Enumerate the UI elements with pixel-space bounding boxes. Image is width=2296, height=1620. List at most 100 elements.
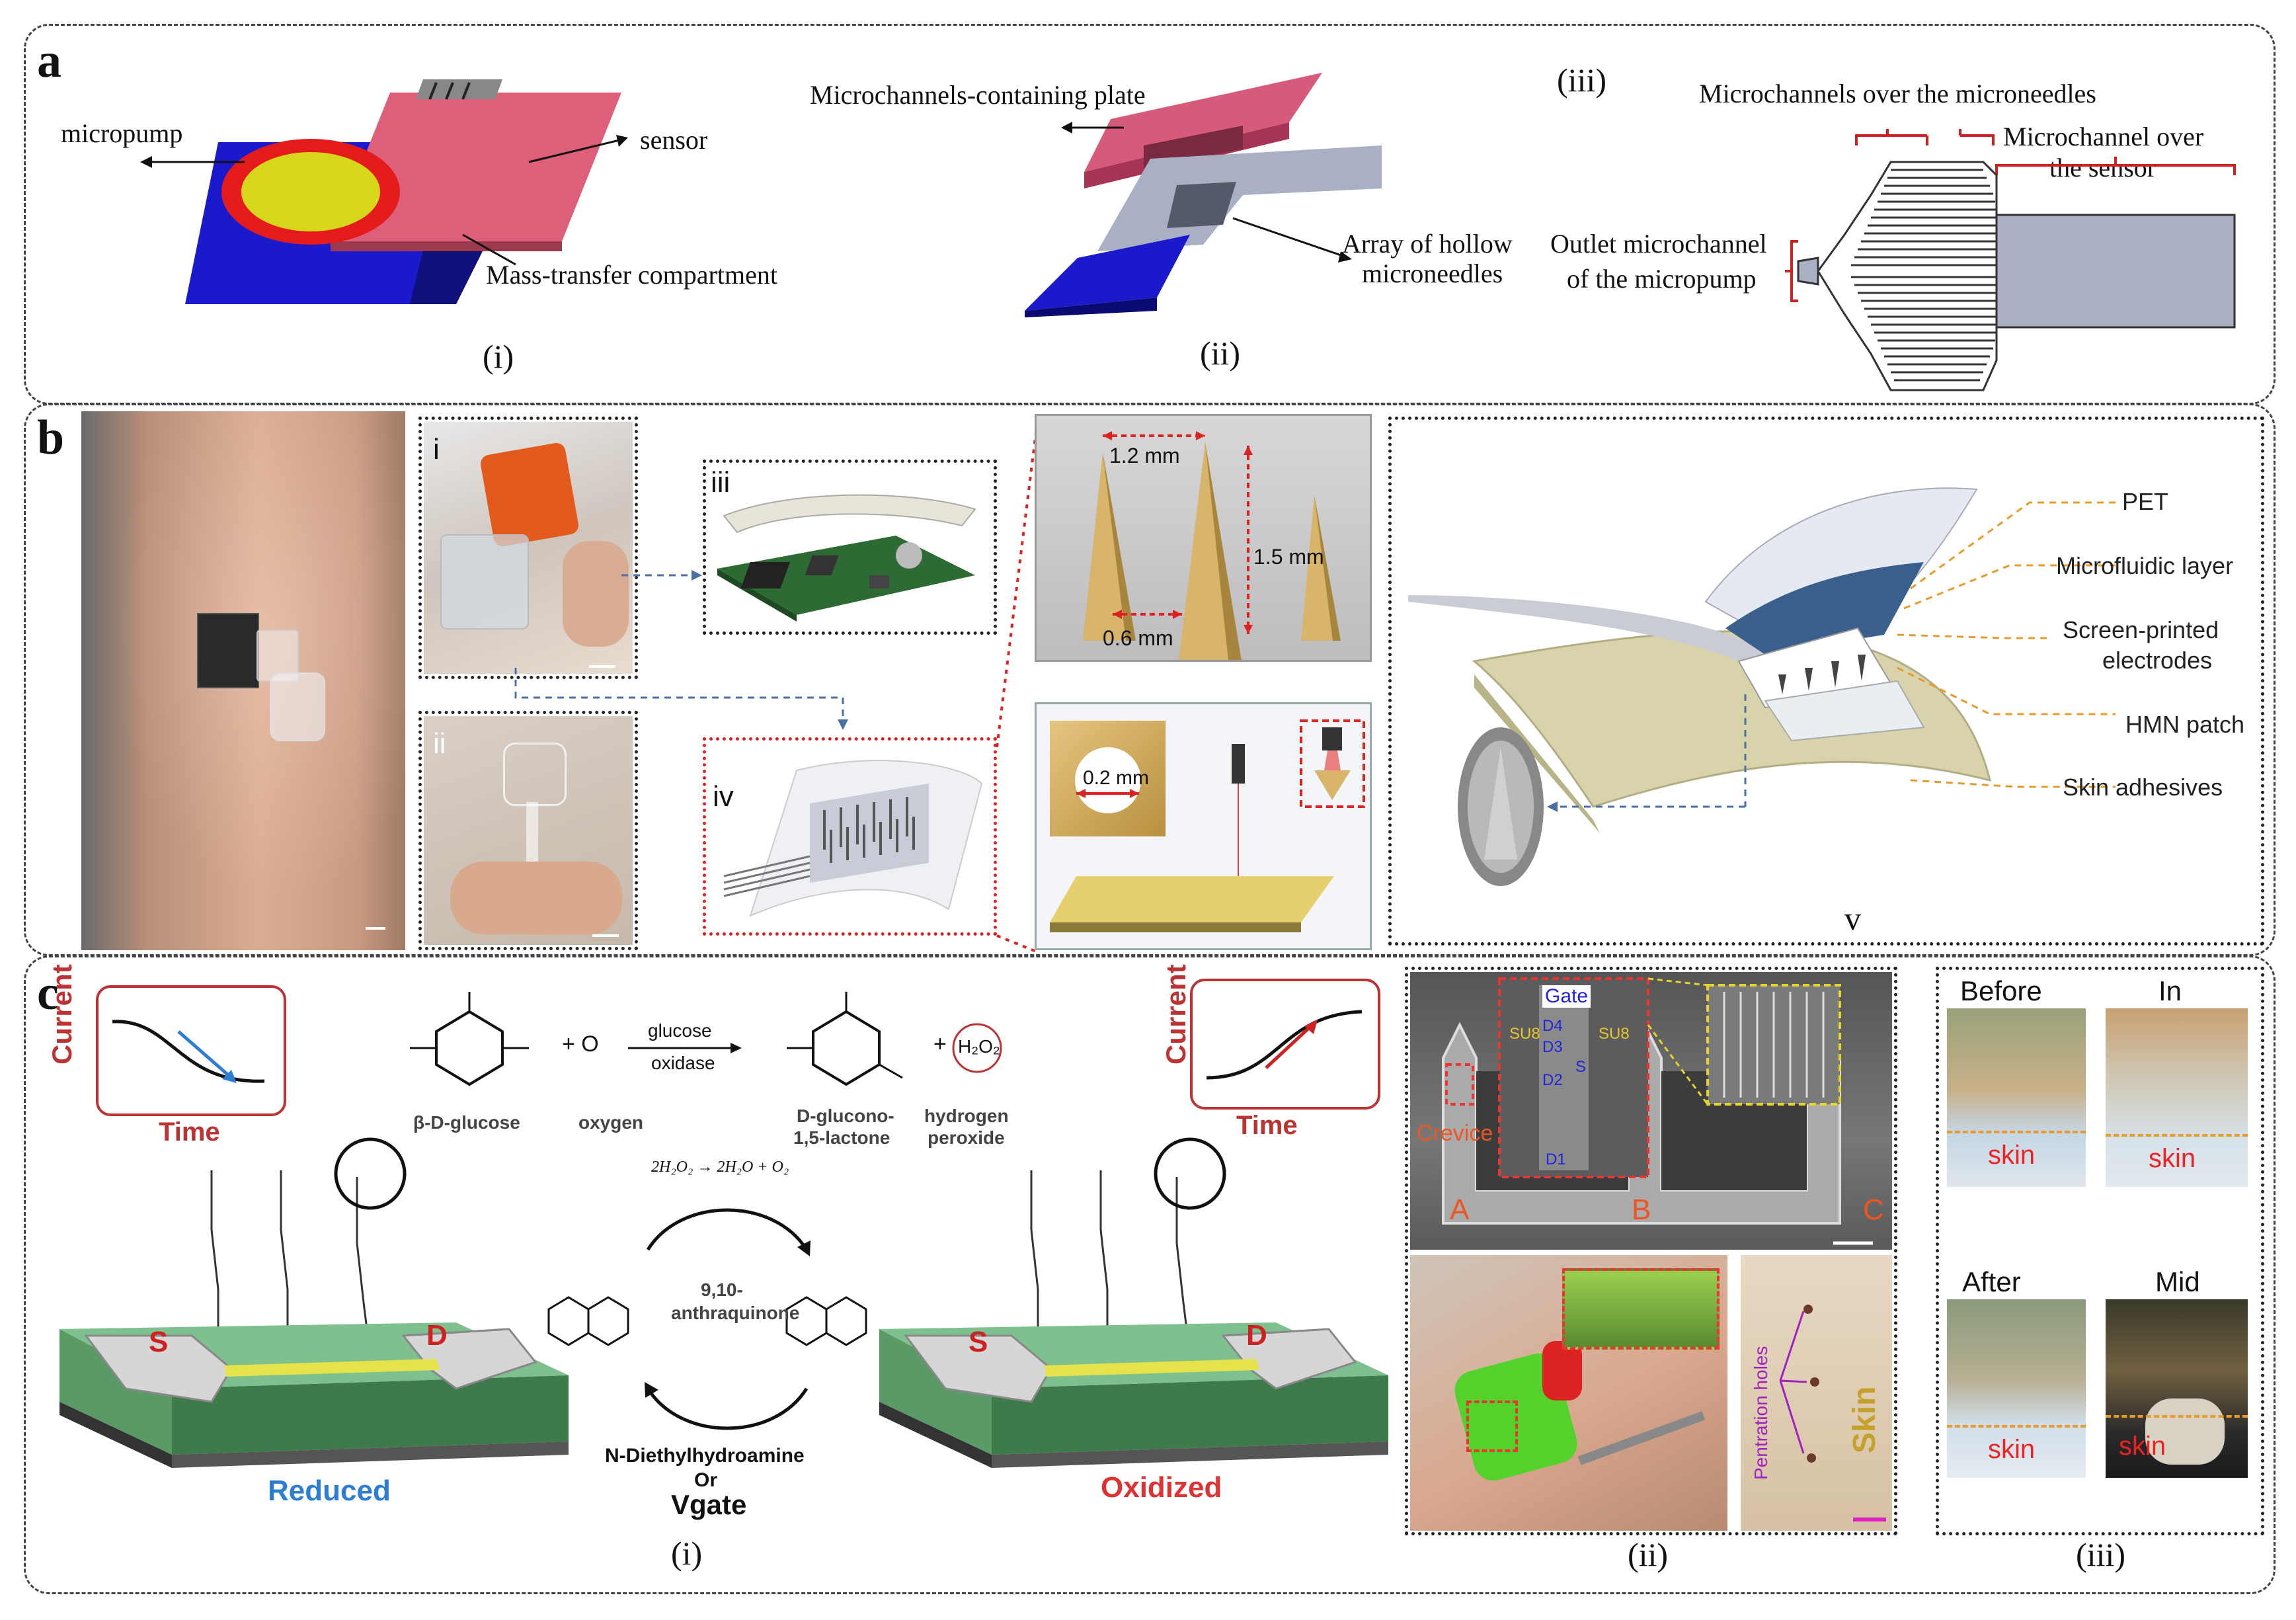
mid-skin-blob: [2145, 1398, 2225, 1465]
c-iii-caption: (iii): [2076, 1536, 2125, 1573]
d2-label: D2: [1542, 1071, 1563, 1089]
b-ii-photo: [424, 716, 633, 945]
b-ii-box: [418, 711, 638, 950]
transistor-reduced: [59, 1137, 569, 1468]
panel-b-frame: [24, 403, 2276, 956]
su8-left-label: SU8: [1509, 1025, 1540, 1043]
gate-label: Gate: [1542, 985, 1591, 1008]
a-i-caption: (i): [483, 338, 514, 375]
redox-cycle: [547, 1208, 867, 1430]
b-v-caption: v: [1844, 900, 1861, 937]
scale-bar: [366, 927, 385, 930]
micropump-label: micropump: [61, 118, 183, 148]
wearable-pad: [270, 672, 325, 741]
mid-skin: skin: [2119, 1432, 2166, 1461]
dim-1-2mm: 1.2 mm: [1109, 444, 1180, 467]
crevice-label: Crevice: [1417, 1121, 1493, 1146]
wearable-chip: [197, 613, 259, 688]
decomp-eq: 2H₂O₂ → 2H₂O + O₂: [651, 1158, 789, 1176]
source-label-left: S: [149, 1326, 169, 1358]
glucose-name: β-D-glucose: [413, 1112, 520, 1133]
needle-c-label: C: [1863, 1194, 1884, 1226]
lactone-structure: [787, 992, 903, 1086]
mid-cutoff: [2106, 1415, 2248, 1418]
peroxide-name: peroxide: [928, 1127, 1005, 1148]
before-label: Before: [1960, 975, 2042, 1006]
b-i-label: i: [433, 433, 440, 466]
needle-b-label: B: [1632, 1194, 1651, 1226]
outlet-label-2: of the micropump: [1567, 264, 1757, 294]
hmn-patch-render: [723, 760, 983, 917]
hand-fingers: [450, 862, 622, 934]
after-skin: skin: [1988, 1435, 2036, 1464]
over-sensor-label-2: the sensor: [2049, 153, 2157, 182]
array-label-1: Array of hollow: [1342, 229, 1513, 259]
a-ii-caption: (ii): [1200, 335, 1241, 372]
transistor-oxidized: [879, 1137, 1388, 1468]
exploded-device: [1025, 73, 1382, 317]
b-i-box: [418, 417, 638, 679]
red-housing: [1542, 1341, 1582, 1400]
outlet-label-1: Outlet microchannel: [1550, 229, 1767, 259]
su8-right-label: SU8: [1599, 1025, 1630, 1043]
hole-2: [1810, 1377, 1819, 1387]
c-i-caption: (i): [671, 1535, 703, 1572]
panel-c-frame: [24, 955, 2276, 1594]
cable: [1577, 1411, 1706, 1465]
b-v-box: [1388, 417, 2264, 946]
current-box-left: [96, 985, 286, 1116]
pcb-render: [717, 494, 976, 622]
product-name-1: D-glucono-: [797, 1106, 894, 1126]
layer-screen-printed: Screen-printed: [2063, 616, 2219, 643]
plus-2: +: [933, 1032, 947, 1057]
plus-o2: + O: [562, 1032, 599, 1057]
oxygen-name: oxygen: [578, 1112, 644, 1133]
drain-label-right: D: [1246, 1319, 1267, 1352]
b-iv-box: [703, 737, 997, 936]
c-iii-box: [1936, 967, 2264, 1535]
microchannel-diagram: [1785, 129, 2236, 391]
c-ii-box: [1405, 967, 1897, 1535]
scale-bar-ii: [592, 934, 619, 937]
needle-shapes: [1083, 431, 1341, 660]
source-label-right: S: [969, 1326, 988, 1358]
b-iii-box: [703, 460, 997, 635]
amine-label-3: Vgate: [671, 1489, 747, 1520]
dim-0-6mm: 0.6 mm: [1103, 626, 1173, 650]
b-i-photo: [424, 422, 633, 674]
c-ii-caption: (ii): [1628, 1536, 1669, 1573]
hole-3: [1807, 1453, 1816, 1463]
reduced-label: Reduced: [268, 1475, 391, 1507]
enzyme-bottom: oxidase: [651, 1053, 715, 1073]
enzyme-top: glucose: [648, 1020, 712, 1041]
mid-photo: skin: [2106, 1299, 2248, 1478]
b-iv-label: iv: [713, 780, 734, 813]
scale-bar-i: [589, 665, 615, 668]
before-skin: skin: [1988, 1141, 2036, 1170]
b-iii-label: iii: [711, 466, 731, 499]
anthra-label-2: anthraquinone: [671, 1303, 800, 1323]
sensor-label: sensor: [640, 125, 708, 155]
layer-skin-adhesives: Skin adhesives: [2063, 774, 2223, 801]
fabrication-render: 0.2 mm: [1035, 702, 1372, 950]
in-cutoff: [2106, 1134, 2248, 1137]
before-photo: skin: [1947, 1008, 2086, 1187]
current-box-right: [1190, 979, 1380, 1110]
amine-label-1: N-Diethylhydroamine: [605, 1445, 805, 1467]
layer-hmn-patch: HMN patch: [2125, 711, 2245, 738]
product-name-2: 1,5-lactone: [793, 1127, 891, 1148]
clear-cube: [440, 534, 529, 629]
drain-label-left: D: [426, 1319, 448, 1352]
in-skin: skin: [2149, 1144, 2196, 1173]
over-sensor-label-1: Microchannel over: [2003, 122, 2204, 151]
mid-label: Mid: [2155, 1266, 2200, 1297]
after-label: After: [1962, 1266, 2021, 1297]
after-photo: skin: [1947, 1299, 2086, 1478]
h2o2-label: H₂O₂: [958, 1036, 1000, 1057]
hand-device-photo: [1410, 1255, 1727, 1531]
layer-electrodes: electrodes: [2102, 647, 2213, 674]
oxidized-label: Oxidized: [1101, 1471, 1222, 1504]
mass-transfer-label: Mass-transfer compartment: [486, 260, 777, 290]
